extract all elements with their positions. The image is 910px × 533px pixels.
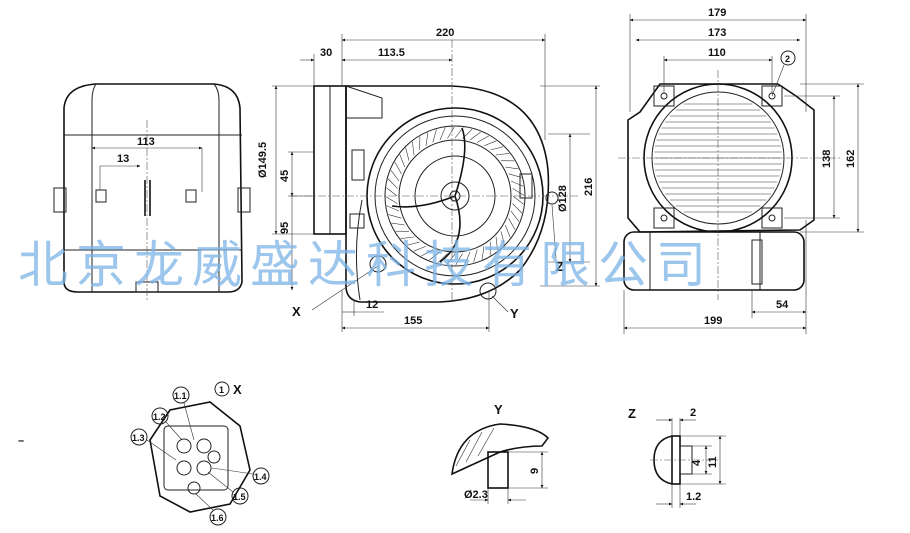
dim-end-162: 162 (845, 150, 857, 168)
dim-front-dia-149-5: Ø149.5 (257, 142, 269, 178)
dim-front-dia-128: Ø128 (557, 185, 569, 212)
marker-end-2: 2 (785, 54, 790, 64)
detail-z-dim-11: 11 (707, 456, 719, 468)
detail-z-title: Z (628, 406, 636, 421)
dim-end-179: 179 (708, 7, 726, 19)
detail-z-dim-4: 4 (691, 459, 703, 466)
marker-z: Z (556, 259, 564, 274)
dim-end-54: 54 (776, 299, 789, 311)
pin-label-1-6: 1.6 (211, 513, 224, 523)
detail-z-dim-1-2: 1.2 (686, 491, 701, 503)
detail-x-letter: X (233, 382, 242, 397)
dim-front-220: 220 (436, 27, 454, 39)
pin-label-1-2: 1.2 (153, 412, 166, 422)
marker-y: Y (510, 306, 519, 321)
dim-front-113-5: 113.5 (378, 47, 405, 59)
watermark-text: 北京龙威盛达科技有限公司 (18, 237, 714, 293)
detail-y-dim-dia: Ø2.3 (464, 489, 488, 501)
dim-end-110: 110 (708, 47, 726, 59)
side-view: 113 13 (53, 83, 251, 300)
dim-front-30: 30 (320, 47, 332, 59)
pin-label-1-1: 1.1 (174, 391, 187, 401)
dim-side-13: 13 (117, 153, 129, 165)
dim-front-216: 216 (583, 178, 595, 196)
marker-x: X (292, 304, 301, 319)
dim-end-173: 173 (708, 27, 726, 39)
dim-front-95: 95 (279, 222, 291, 234)
dim-end-199: 199 (704, 315, 722, 327)
detail-x-dash: – (18, 435, 24, 447)
dim-side-113: 113 (137, 136, 155, 148)
dim-front-155: 155 (404, 315, 422, 327)
pin-label-1-3: 1.3 (132, 433, 145, 443)
detail-z: Z 2 4 11 1.2 (628, 406, 726, 508)
pin-label-1-4: 1.4 (254, 472, 267, 482)
detail-y-title: Y (494, 402, 503, 417)
detail-z-dim-2: 2 (690, 407, 696, 419)
dim-end-138: 138 (821, 150, 833, 168)
dim-front-12: 12 (366, 299, 378, 311)
detail-x: – 1 X 1.1 1.2 1.3 1.4 1.5 1.6 (18, 381, 270, 526)
detail-y: Y 9 Ø2.3 (451, 402, 550, 504)
dim-front-45: 45 (279, 170, 291, 182)
pin-label-1-5: 1.5 (233, 492, 246, 502)
detail-x-num: 1 (219, 385, 224, 395)
detail-y-dim-9: 9 (529, 468, 541, 474)
end-view: 179 173 110 2 138 162 54 199 (618, 7, 864, 334)
front-view: 220 113.5 30 Ø149.5 45 95 Ø128 216 155 (257, 27, 600, 332)
